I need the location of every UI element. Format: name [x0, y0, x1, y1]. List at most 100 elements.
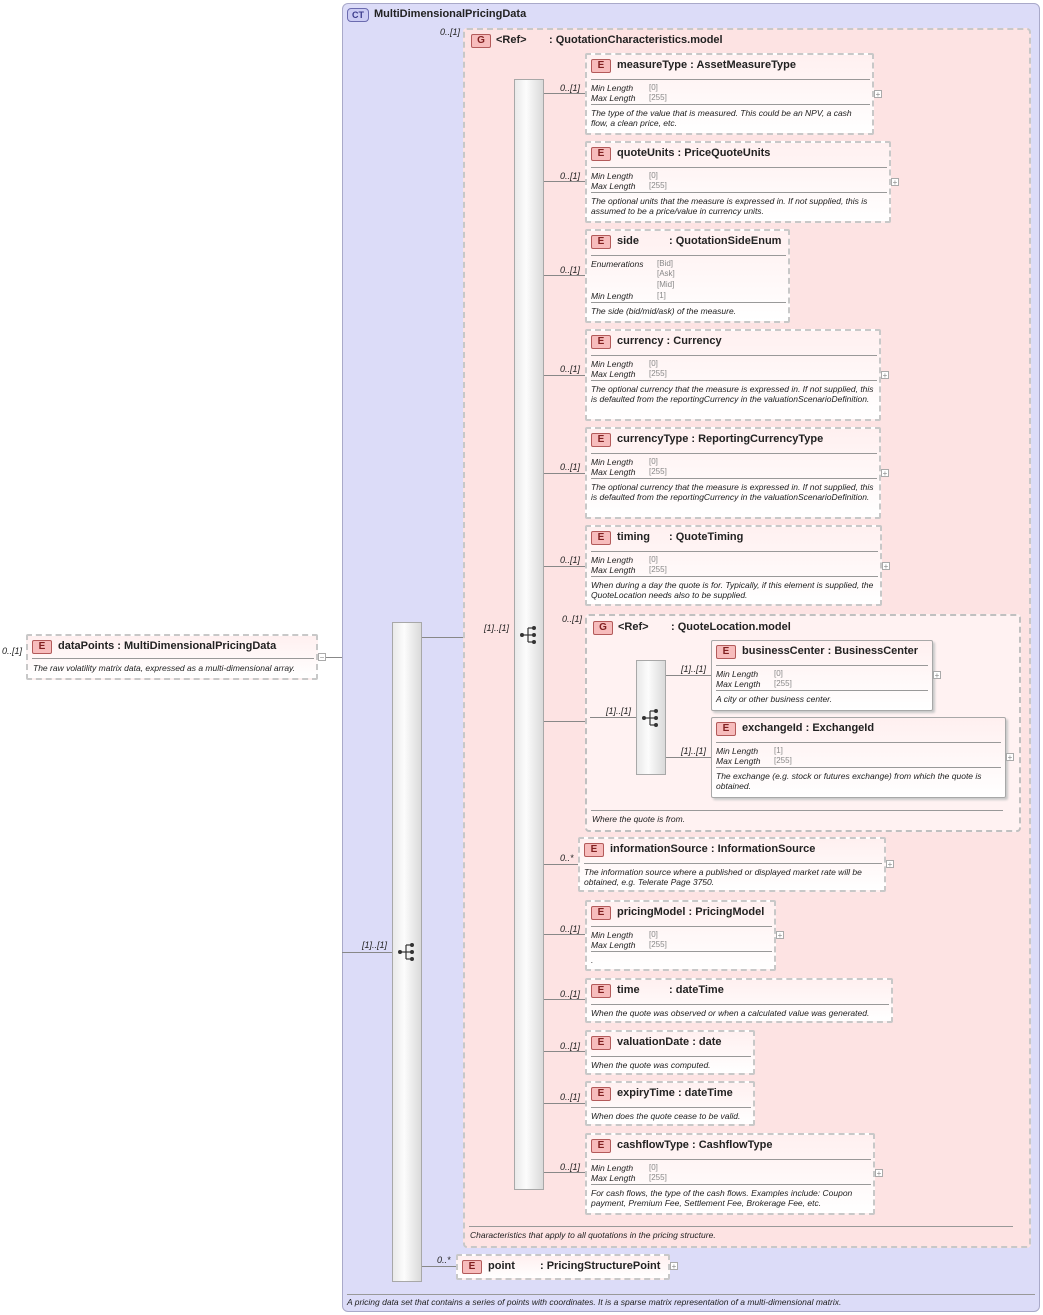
divider [591, 1056, 751, 1057]
element-cardinality: 0..[1] [560, 1041, 581, 1051]
facet-label: Min Length [591, 359, 634, 369]
group-doc: Where the quote is from. [592, 814, 686, 824]
facet-label: Max Length [591, 181, 636, 191]
element-side[interactable]: E side : QuotationSideEnum Enumerations … [585, 229, 790, 323]
plus-icon[interactable]: + [670, 1262, 678, 1271]
connector-line [544, 934, 585, 935]
element-badge: E [591, 235, 611, 249]
plus-icon[interactable]: + [1006, 753, 1014, 762]
element-badge: E [591, 1087, 611, 1101]
divider [591, 255, 786, 256]
element-time[interactable]: E time : dateTime When the quote was obs… [585, 978, 893, 1023]
element-cardinality: 0..[1] [560, 171, 581, 181]
element-type: : QuotationSideEnum [669, 235, 782, 247]
element-doc: The exchange (e.g. stock or futures exch… [716, 771, 982, 791]
element-badge: E [591, 335, 611, 349]
element-doc: A city or other business center. [716, 694, 833, 704]
element-badge: E [716, 722, 736, 736]
element-businessCenter[interactable]: E businessCenter : BusinessCenter Min Le… [711, 640, 933, 711]
divider [591, 79, 870, 80]
element-badge: E [716, 645, 736, 659]
element-cardinality: 0..* [560, 853, 574, 863]
element-cashflowType[interactable]: E cashflowType : CashflowType Min Length… [585, 1133, 875, 1215]
element-quoteUnits[interactable]: E quoteUnits : PriceQuoteUnits Min Lengt… [585, 141, 891, 223]
plus-icon[interactable]: + [776, 931, 784, 940]
element-measureType[interactable]: E measureType : AssetMeasureType Min Len… [585, 53, 874, 135]
divider [591, 810, 1003, 811]
plus-icon[interactable]: + [881, 371, 889, 380]
connector-line [666, 675, 711, 676]
plus-icon[interactable]: + [875, 1169, 883, 1178]
divider [591, 926, 772, 927]
element-badge: E [462, 1260, 482, 1274]
connector-line [544, 999, 585, 1000]
facet-label: Max Length [591, 565, 636, 575]
element-name: currency : Currency [617, 335, 722, 347]
element-exchangeId[interactable]: E exchangeId : ExchangeId Min Length [1]… [711, 717, 1006, 798]
divider [591, 380, 877, 381]
connector-line [544, 275, 585, 276]
divider [591, 1184, 871, 1185]
element-timing[interactable]: E timing : QuoteTiming Min Length [0] Ma… [585, 525, 882, 606]
divider [584, 863, 882, 864]
facet-label: Min Length [591, 171, 634, 181]
element-currencyType[interactable]: E currencyType : ReportingCurrencyType M… [585, 427, 881, 519]
element-badge: E [591, 433, 611, 447]
sequence-icon [642, 709, 658, 727]
element-cardinality: 0..[1] [560, 924, 581, 934]
element-name: timing [617, 531, 650, 543]
divider [591, 355, 877, 356]
facet-value: [Bid] [657, 259, 674, 268]
connector-line [544, 181, 585, 182]
element-doc: When the quote was observed or when a ca… [591, 1008, 870, 1018]
facet-value: [0] [649, 1163, 658, 1172]
element-doc: The information source where a published… [584, 867, 862, 887]
connector-line [544, 473, 585, 474]
connector-line [326, 657, 342, 658]
plus-icon[interactable]: + [891, 178, 899, 187]
connector-line [544, 721, 585, 722]
element-type: : dateTime [669, 984, 724, 996]
element-doc: The optional currency that the measure i… [591, 482, 874, 502]
element-cardinality: [1]..[1] [681, 664, 707, 674]
element-type: : PricingStructurePoint [540, 1260, 661, 1272]
facet-value: [255] [774, 679, 792, 688]
facet-value: [255] [649, 467, 667, 476]
facet-label: Enumerations [591, 259, 644, 269]
facet-label: Max Length [591, 93, 636, 103]
element-pricingModel[interactable]: E pricingModel : PricingModel Min Length… [585, 900, 776, 971]
group-badge: G [471, 34, 491, 48]
facet-value: [0] [649, 930, 658, 939]
element-informationSource[interactable]: E informationSource : InformationSource … [578, 837, 886, 892]
connector-line [342, 952, 392, 953]
facet-label: Max Length [591, 467, 636, 477]
element-badge: E [591, 984, 611, 998]
plus-icon[interactable]: − [318, 653, 326, 662]
connector-line [422, 637, 464, 638]
facet-value: [255] [649, 181, 667, 190]
plus-icon[interactable]: + [881, 469, 889, 478]
divider [469, 1226, 1013, 1227]
element-point[interactable]: E point : PricingStructurePoint [456, 1254, 670, 1280]
element-cardinality: 0..[1] [560, 265, 581, 275]
divider [32, 658, 314, 659]
element-expiryTime[interactable]: E expiryTime : dateTime When does the qu… [585, 1081, 755, 1126]
complex-type-name: MultiDimensionalPricingData [374, 8, 527, 20]
plus-icon[interactable]: + [874, 90, 882, 99]
element-badge: E [591, 1139, 611, 1153]
element-doc: The type of the value that is measured. … [591, 108, 852, 128]
seq-main-cardinality: [1]..[1] [362, 940, 388, 950]
element-valuationDate[interactable]: E valuationDate : date When the quote wa… [585, 1030, 755, 1075]
facet-value: [255] [649, 93, 667, 102]
element-currency[interactable]: E currency : Currency Min Length [0] Max… [585, 329, 881, 421]
element-name: quoteUnits : PriceQuoteUnits [617, 147, 771, 159]
element-doc: The optional currency that the measure i… [591, 384, 874, 404]
plus-icon[interactable]: + [933, 671, 941, 680]
facet-value: [1] [657, 291, 666, 300]
root-element-dataPoints[interactable]: E dataPoints : MultiDimensionalPricingDa… [26, 634, 318, 680]
element-name: cashflowType : CashflowType [617, 1139, 773, 1151]
group-doc: Characteristics that apply to all quotat… [470, 1230, 716, 1240]
plus-icon[interactable]: + [882, 562, 890, 571]
plus-icon[interactable]: + [886, 860, 894, 869]
element-doc: When during a day the quote is for. Typi… [591, 580, 874, 600]
